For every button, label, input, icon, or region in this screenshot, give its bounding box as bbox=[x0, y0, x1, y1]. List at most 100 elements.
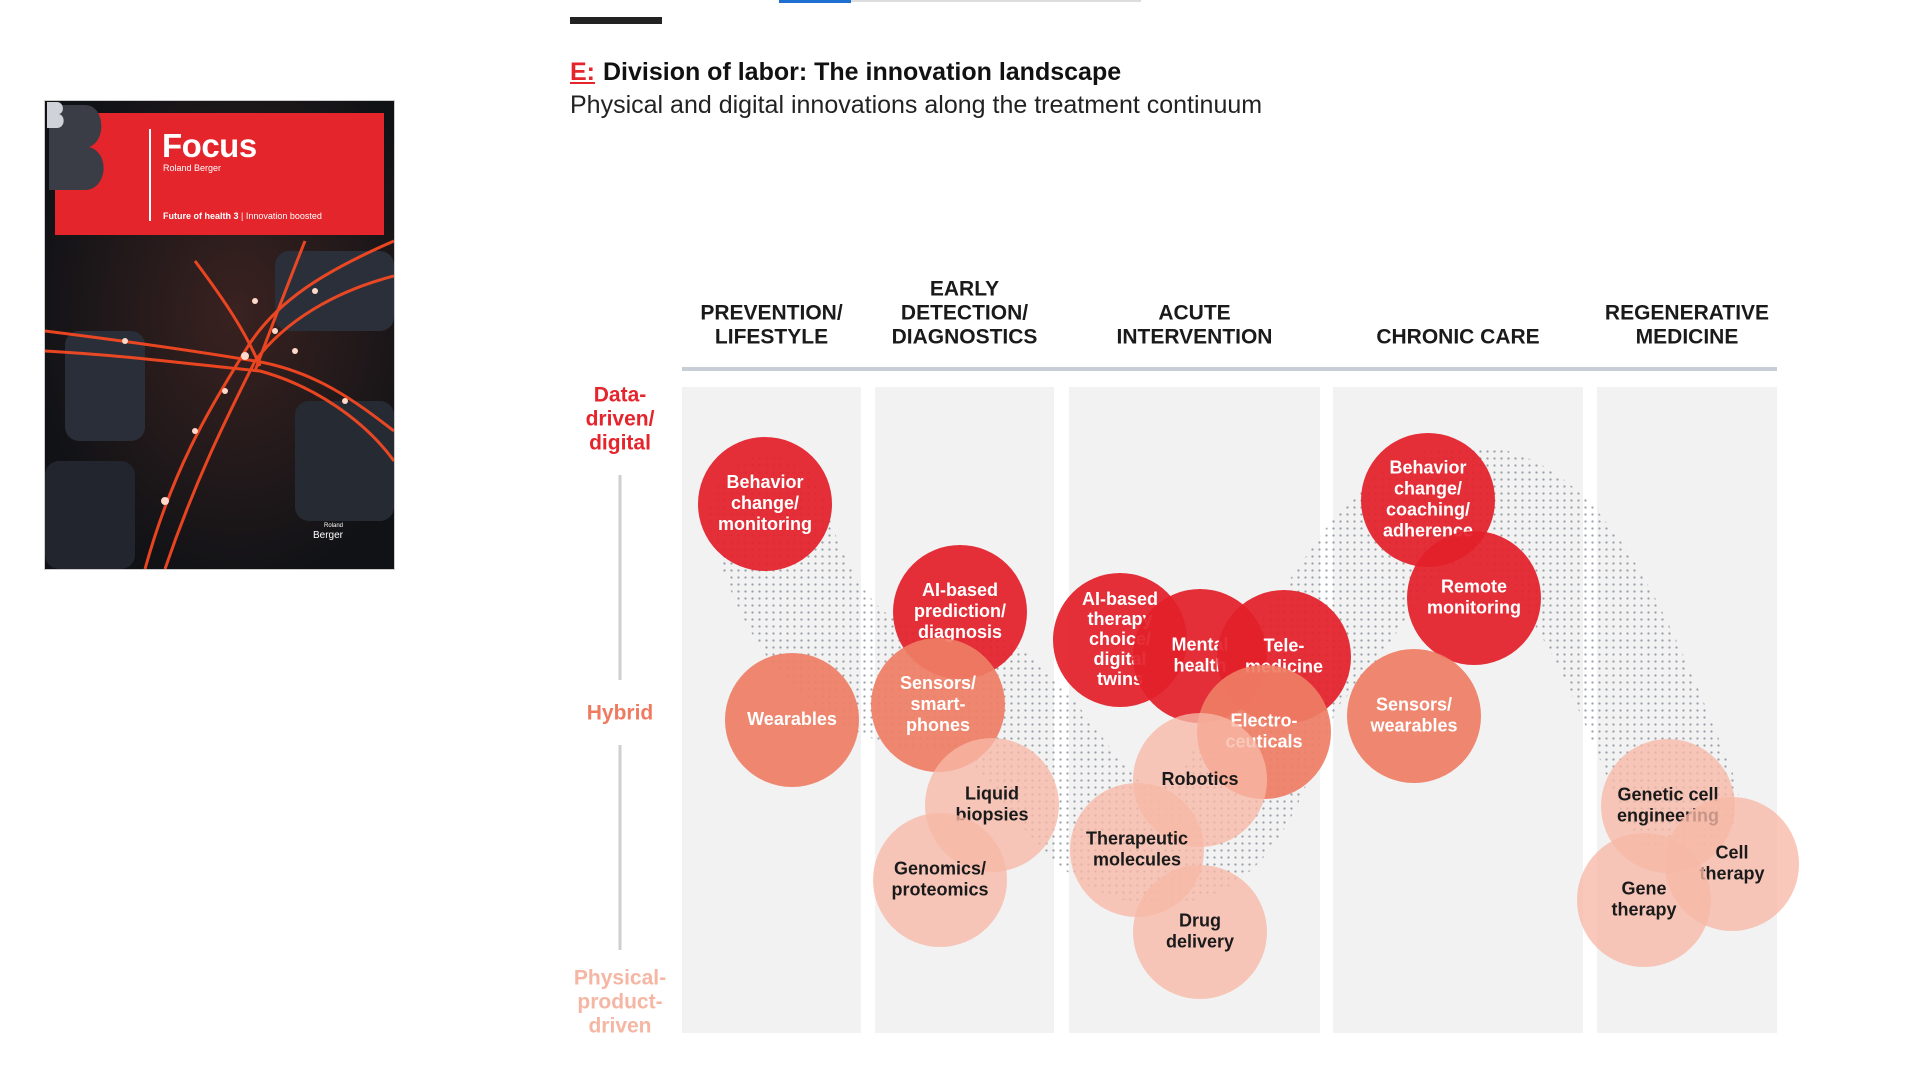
cover-series: Future of health 3 bbox=[163, 211, 239, 221]
cover-brand: Roland Berger bbox=[163, 163, 222, 173]
column-header-regenerative-medicine-line: REGENERATIVE bbox=[1605, 302, 1769, 325]
axis-label-bottom-line: Physical- bbox=[574, 967, 666, 990]
column-header-regenerative-medicine-line: MEDICINE bbox=[1636, 326, 1739, 349]
cover-subtitle-text: Innovation boosted bbox=[245, 211, 322, 221]
innovation-label-line: Genetic cell bbox=[1617, 784, 1718, 804]
innovation-label-line: AI-based bbox=[1082, 589, 1158, 609]
innovation-wearables[interactable]: Wearables bbox=[725, 653, 859, 787]
axis-label-top: Data-driven/digital bbox=[586, 384, 655, 455]
innovation-label-line: monitoring bbox=[1427, 597, 1521, 617]
innovation-label-line: molecules bbox=[1093, 849, 1181, 869]
innovation-bubble bbox=[1133, 865, 1267, 999]
innovation-label-line: wearables bbox=[1369, 715, 1457, 735]
figure-title: E: Division of labor: The innovation land… bbox=[570, 58, 1121, 87]
innovation-label-line: Behavior bbox=[726, 472, 803, 492]
column-header-early-detection-diagnostics-line: DETECTION/ bbox=[901, 302, 1028, 325]
innovation-label-line: prediction/ bbox=[914, 601, 1006, 621]
innovation-label-line: Cell bbox=[1715, 842, 1748, 862]
innovation-label: Genomics/proteomics bbox=[891, 858, 988, 899]
cover-footer-small: Roland bbox=[324, 523, 344, 529]
figure-title-text: Division of labor: The innovation landsc… bbox=[603, 58, 1122, 86]
innovation-label-line: therapy bbox=[1611, 899, 1676, 919]
innovation-label: Wearables bbox=[747, 709, 837, 729]
column-header-chronic-care-line: CHRONIC CARE bbox=[1376, 326, 1539, 349]
innovation-bubble bbox=[873, 813, 1007, 947]
report-cover[interactable]: Focus Roland Berger Future of health 3 |… bbox=[44, 100, 395, 570]
axis-label-middle: Hybrid bbox=[587, 702, 654, 725]
innovation-bubble bbox=[871, 638, 1005, 772]
innovation-label: Sensors/smart-phones bbox=[900, 673, 976, 735]
cover-title-band bbox=[55, 113, 384, 235]
top-tab-indicator bbox=[779, 0, 851, 3]
innovation-label-line: therapy bbox=[1087, 609, 1152, 629]
innovation-label-line: Remote bbox=[1441, 576, 1507, 596]
figure-subtitle: Physical and digital innovations along t… bbox=[570, 91, 1263, 119]
innovation-label-line: proteomics bbox=[891, 879, 988, 899]
figure-letter: E: bbox=[570, 58, 595, 86]
innovation-sensors-wearables[interactable]: Sensors/wearables bbox=[1347, 649, 1481, 783]
innovation-bubble bbox=[1407, 531, 1541, 665]
innovation-label-line: Sensors/ bbox=[900, 673, 976, 693]
column-header-early-detection-diagnostics-line: DIAGNOSTICS bbox=[892, 326, 1038, 349]
axis-label-top-line: digital bbox=[589, 432, 651, 455]
vertical-axis: Data-driven/digitalHybridPhysical-produc… bbox=[574, 384, 666, 1038]
innovation-label-line: adherence bbox=[1383, 520, 1473, 540]
innovation-bubble bbox=[698, 437, 832, 571]
cover-title: Focus bbox=[162, 127, 257, 164]
column-header-acute-intervention-line: ACUTE bbox=[1158, 302, 1230, 325]
innovation-label-line: coaching/ bbox=[1386, 499, 1470, 519]
innovation-label-line: Mental bbox=[1171, 634, 1228, 654]
innovation-label-line: Liquid bbox=[965, 783, 1019, 803]
axis-label-bottom: Physical-product-driven bbox=[574, 967, 666, 1038]
innovation-label-line: therapy bbox=[1699, 863, 1764, 883]
cover-footer-logo-icon bbox=[47, 102, 64, 128]
innovation-label-line: Drug bbox=[1179, 910, 1221, 930]
innovation-genomics-proteomics[interactable]: Genomics/proteomics bbox=[873, 813, 1007, 947]
innovation-label-line: Gene bbox=[1621, 878, 1666, 898]
axis-label-top-line: driven/ bbox=[586, 408, 655, 431]
innovation-label-line: monitoring bbox=[718, 514, 812, 534]
innovation-label-line: Tele- bbox=[1264, 635, 1305, 655]
innovation-label-line: biopsies bbox=[955, 804, 1028, 824]
cover-footer-text: Berger bbox=[313, 530, 344, 541]
axis-label-middle-line: Hybrid bbox=[587, 702, 654, 725]
axis-label-bottom-line: product- bbox=[577, 991, 662, 1014]
roland-berger-logo bbox=[49, 105, 104, 190]
innovation-label: Sensors/wearables bbox=[1369, 694, 1457, 735]
innovation-label-line: AI-based bbox=[922, 580, 998, 600]
innovation-sensors-smart-phones[interactable]: Sensors/smart-phones bbox=[871, 638, 1005, 772]
column-header-chronic-care: CHRONIC CARE bbox=[1376, 326, 1539, 349]
innovation-label-line: change/ bbox=[1394, 478, 1462, 498]
innovation-label-line: Wearables bbox=[747, 709, 837, 729]
top-accent-rule bbox=[570, 17, 662, 24]
column-header-early-detection-diagnostics-line: EARLY bbox=[930, 278, 999, 301]
innovation-label-line: phones bbox=[906, 715, 970, 735]
column-header-prevention-lifestyle: PREVENTION/LIFESTYLE bbox=[700, 302, 843, 349]
innovation-label-line: change/ bbox=[731, 493, 799, 513]
innovation-label-line: twins bbox=[1097, 669, 1143, 689]
innovation-label-line: Electro- bbox=[1230, 710, 1297, 730]
innovation-label-line: Therapeutic bbox=[1086, 828, 1188, 848]
axis-label-top-line: Data- bbox=[594, 384, 647, 407]
innovation-label-line: smart- bbox=[910, 694, 965, 714]
innovation-label-line: delivery bbox=[1166, 931, 1234, 951]
innovation-bubble bbox=[1577, 833, 1711, 967]
